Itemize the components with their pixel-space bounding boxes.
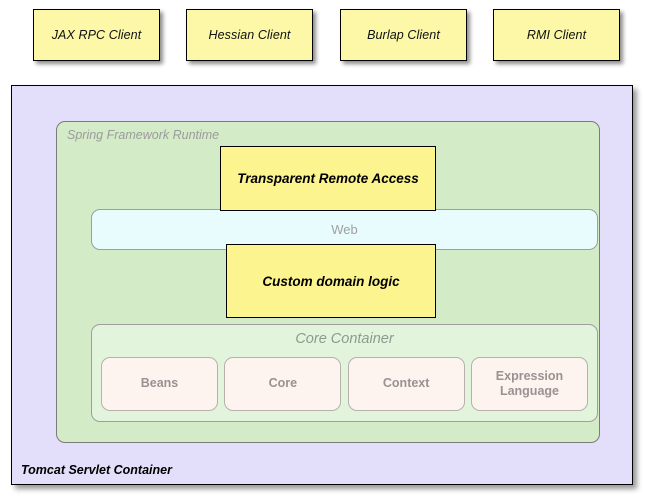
client-box-label: RMI Client (526, 28, 587, 42)
transparent-remote-access-box: Transparent Remote Access (220, 146, 436, 211)
client-box-label: Burlap Client (367, 28, 440, 42)
tomcat-servlet-container-label: Tomcat Servlet Container (21, 463, 172, 477)
core-module-label: Context (382, 376, 430, 391)
core-container-box: Core Container Beans Core Context Expres… (91, 324, 598, 422)
core-module-beans: Beans (101, 357, 218, 411)
client-box-burlap: Burlap Client (340, 9, 467, 61)
client-box-hessian: Hessian Client (186, 9, 313, 61)
custom-domain-logic-label: Custom domain logic (262, 273, 400, 289)
core-module-label: Beans (140, 376, 179, 391)
client-box-jax-rpc: JAX RPC Client (33, 9, 160, 61)
spring-framework-runtime-label: Spring Framework Runtime (67, 128, 220, 142)
web-layer-label: Web (331, 222, 358, 237)
transparent-remote-access-label: Transparent Remote Access (237, 171, 419, 186)
core-module-core: Core (224, 357, 342, 411)
client-box-label: Hessian Client (208, 28, 291, 42)
core-container-title: Core Container (295, 331, 394, 347)
client-box-rmi: RMI Client (493, 9, 620, 61)
core-module-label: Core (268, 376, 298, 391)
core-module-context: Context (347, 357, 465, 411)
client-box-label: JAX RPC Client (51, 28, 142, 42)
custom-domain-logic-box: Custom domain logic (226, 244, 436, 318)
